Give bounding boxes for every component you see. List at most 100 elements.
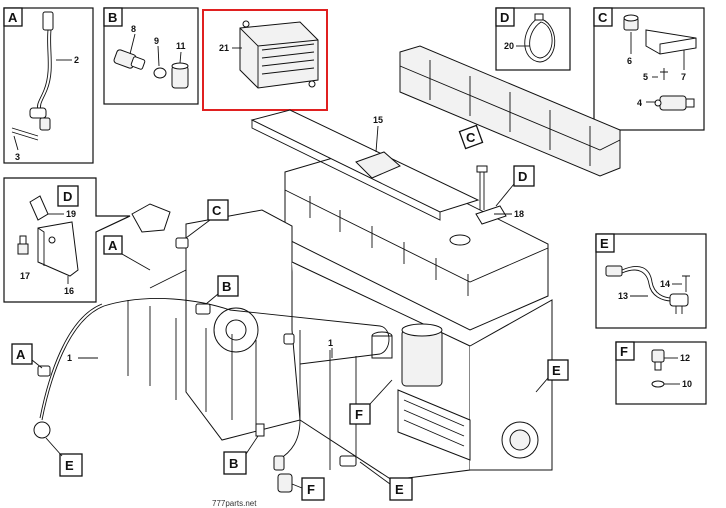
inset-d-letter: D bbox=[500, 10, 509, 25]
tag-a-left: A bbox=[103, 235, 151, 271]
inset-c-frame bbox=[593, 7, 705, 131]
inset-b-tag bbox=[103, 7, 123, 27]
sensor-screw bbox=[682, 275, 690, 292]
inset-b: B 8 9 11 bbox=[103, 7, 199, 105]
spacer-sleeve bbox=[171, 62, 189, 89]
callout-8: 8 bbox=[131, 24, 136, 34]
screw bbox=[660, 68, 668, 80]
inset-d2: D 19 17 16 bbox=[3, 177, 131, 303]
intake-manifold bbox=[399, 45, 621, 177]
callout-20: 20 bbox=[504, 41, 514, 51]
callout-9: 9 bbox=[154, 36, 159, 46]
oil-cooler bbox=[397, 389, 471, 461]
main-tags: A C B C D A E bbox=[11, 124, 569, 501]
callout-15: 15 bbox=[373, 115, 383, 125]
svg-text:A: A bbox=[16, 347, 26, 362]
tag-d-bolt: D bbox=[495, 165, 535, 207]
svg-text:C: C bbox=[466, 130, 476, 145]
bolt bbox=[17, 235, 29, 255]
temperature-sensor-cable bbox=[11, 11, 54, 141]
callout-7: 7 bbox=[681, 72, 686, 82]
callout-12: 12 bbox=[680, 353, 690, 363]
oil-pressure-sensor bbox=[651, 349, 665, 371]
tag-e-bottom: E bbox=[359, 461, 413, 501]
tag-f-center: F bbox=[349, 379, 393, 425]
inset-a-tag bbox=[3, 7, 23, 27]
main-callouts: 15 18 1 1 bbox=[67, 115, 524, 363]
callout-2: 2 bbox=[74, 55, 79, 65]
inset-e-tag bbox=[595, 233, 615, 253]
cover-plate bbox=[250, 109, 480, 221]
callout-1-left: 1 bbox=[67, 353, 72, 363]
callout-14: 14 bbox=[660, 279, 670, 289]
speed-sensor bbox=[113, 49, 146, 70]
connector-e bbox=[339, 455, 357, 467]
o-ring bbox=[153, 67, 167, 79]
inset-e-letter: E bbox=[600, 236, 609, 251]
inset-f: F 12 10 bbox=[615, 341, 707, 405]
callout-3: 3 bbox=[15, 152, 20, 162]
svg-text:F: F bbox=[307, 482, 315, 497]
callout-5: 5 bbox=[643, 72, 648, 82]
tag-f-bottom: F bbox=[291, 477, 325, 501]
sealing-washer bbox=[651, 380, 665, 388]
callout-10: 10 bbox=[682, 379, 692, 389]
engine-assembly bbox=[131, 45, 621, 481]
svg-text:F: F bbox=[355, 407, 363, 422]
callout-13: 13 bbox=[618, 291, 628, 301]
svg-text:A: A bbox=[108, 238, 118, 253]
harness-connector-e bbox=[33, 421, 51, 439]
svg-text:D: D bbox=[518, 169, 527, 184]
inset-d2-letter: D bbox=[63, 189, 72, 204]
tag-e-block: E bbox=[535, 359, 569, 393]
callout-1-center: 1 bbox=[328, 338, 333, 348]
connector-a bbox=[37, 365, 51, 377]
svg-text:E: E bbox=[65, 458, 74, 473]
mounting-bracket bbox=[645, 29, 697, 55]
inset-c-letter: C bbox=[598, 10, 608, 25]
tag-c-cover: C bbox=[185, 199, 229, 239]
sensor-c-mount bbox=[175, 237, 189, 249]
inset-a: A 2 3 bbox=[3, 7, 94, 164]
svg-text:C: C bbox=[212, 203, 222, 218]
svg-text:E: E bbox=[395, 482, 404, 497]
inset-b-letter: B bbox=[108, 10, 117, 25]
svg-text:B: B bbox=[229, 456, 238, 471]
inset-c: C 6 5 7 4 bbox=[593, 7, 705, 131]
callout-6: 6 bbox=[627, 56, 632, 66]
sensor-f-bottom bbox=[273, 455, 285, 471]
grommet bbox=[623, 14, 639, 31]
callout-18: 18 bbox=[514, 209, 524, 219]
callout-11: 11 bbox=[176, 41, 186, 51]
svg-text:E: E bbox=[552, 363, 561, 378]
inset-e: E 14 13 bbox=[595, 233, 707, 329]
pressure-sensor bbox=[654, 95, 695, 111]
tag-e-harness: E bbox=[45, 437, 83, 477]
speed-sensor-b bbox=[195, 303, 211, 315]
tag-a-connector: A bbox=[11, 343, 43, 369]
inset-d2-tag-group: D bbox=[57, 185, 79, 207]
tag-c-manifold: C bbox=[458, 124, 484, 150]
svg-text:B: B bbox=[222, 279, 231, 294]
callout-19: 19 bbox=[66, 209, 76, 219]
callout-4: 4 bbox=[637, 98, 642, 108]
inset-f-tag bbox=[615, 341, 635, 361]
inset-control-unit: 21 bbox=[202, 9, 328, 111]
cable-tie bbox=[524, 13, 556, 63]
inset-f-letter: F bbox=[620, 344, 628, 359]
engine-block bbox=[185, 209, 553, 481]
wiring-harness bbox=[33, 236, 390, 493]
oil-pressure-sensor-f bbox=[277, 473, 293, 493]
inset-d: D 20 bbox=[495, 7, 571, 71]
crank-sensor bbox=[605, 265, 689, 314]
inset-c-tag bbox=[593, 7, 613, 27]
control-unit bbox=[239, 20, 319, 89]
support-bracket bbox=[37, 221, 79, 277]
tag-b-lower: B bbox=[223, 435, 259, 475]
inset-a-letter: A bbox=[8, 10, 18, 25]
inset-d-tag bbox=[495, 7, 515, 27]
connector-main bbox=[283, 333, 295, 345]
connector-b bbox=[255, 423, 265, 437]
cover-gasket bbox=[131, 203, 171, 233]
